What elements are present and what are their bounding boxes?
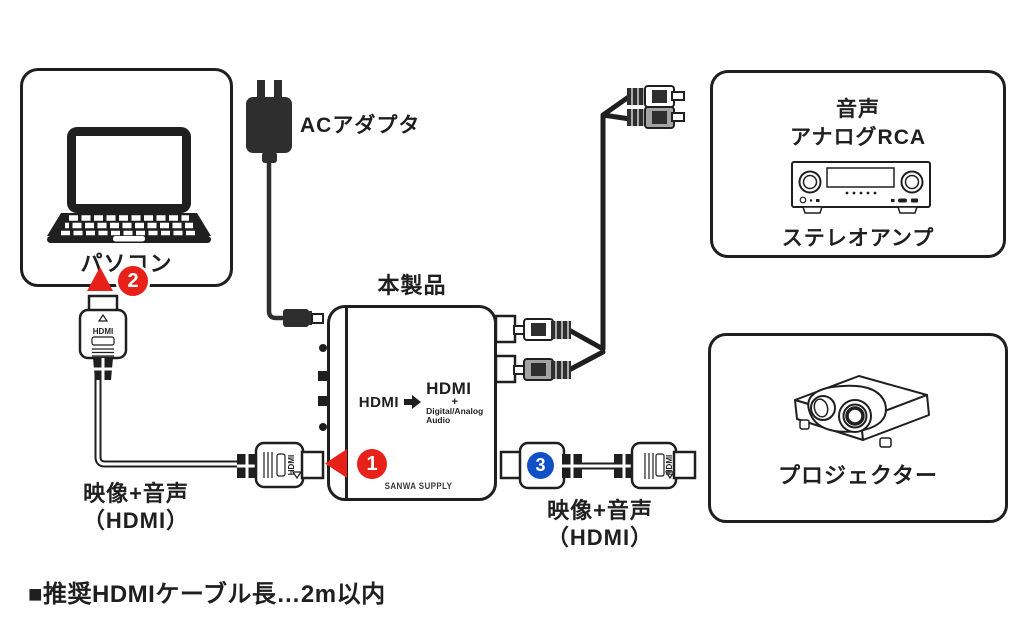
- product-input-text: HDMI: [358, 393, 400, 411]
- step2-badge: 2: [118, 266, 148, 296]
- amp-analog-rca-label: アナログRCA: [789, 126, 927, 149]
- rca-plug-gray-bottom-icon: [513, 358, 571, 381]
- hdmi-plug-product-in-text: HDMI: [287, 455, 296, 475]
- hdmi-plug-projector-icon: HDMI: [614, 441, 697, 490]
- arrow-right-icon: [404, 395, 422, 410]
- ac-adapter-icon: [246, 80, 292, 321]
- amp-box: 音声 アナログRCA ステレオアンプ: [710, 70, 1006, 258]
- pc-cable-label-line1: 映像+音声: [83, 481, 189, 506]
- product-output-digital-analog: Digital/Analog: [426, 405, 484, 416]
- product-output-plus: +: [451, 395, 458, 408]
- hdmi-plug-product-in-icon: HDMI: [237, 441, 325, 489]
- product-side-controls: [318, 344, 327, 431]
- product-box: HDMI HDMI + Digital/Analog Audio SANWA S…: [327, 305, 497, 501]
- product-panel-divider: [345, 308, 348, 498]
- footnote: ■推奨HDMIケーブル長…2m以内: [28, 581, 386, 608]
- projector-box: プロジェクター: [708, 333, 1008, 523]
- rca-cable: [566, 93, 633, 373]
- hdmi-cable-pc: [94, 374, 242, 468]
- rca-plug-white-bottom-icon: [513, 318, 571, 341]
- rca-plug-gray-top-icon: [627, 106, 685, 129]
- product-output-audio: Audio: [426, 414, 451, 425]
- rca-plug-white-top-icon: [627, 85, 685, 108]
- hdmi-plug-pc-icon: HDMI: [78, 294, 128, 380]
- projector-label: プロジェクター: [777, 463, 939, 488]
- amp-label: ステレオアンプ: [781, 227, 935, 250]
- step3-badge: 3: [527, 452, 554, 479]
- projector-cable-label-line1: 映像+音声: [547, 498, 653, 523]
- rca-jacks-icon: [494, 314, 517, 384]
- laptop-icon: [47, 127, 211, 243]
- product-title: 本製品: [377, 273, 447, 298]
- pc-cable-label-line2: （HDMI）: [82, 508, 190, 533]
- product-function-panel: HDMI HDMI + Digital/Analog Audio: [346, 380, 496, 424]
- projector-cable-label-line2: （HDMI）: [546, 525, 654, 550]
- product-output-hdmi: HDMI: [426, 379, 472, 398]
- amp-audio-label: 音声: [836, 98, 880, 121]
- hdmi-plug-projector-text: HDMI: [665, 455, 674, 475]
- ac-adapter-label: ACアダプタ: [300, 114, 421, 137]
- step1-badge: 1: [357, 449, 387, 479]
- hdmi-plug-pc-text: HDMI: [93, 327, 113, 336]
- pc-box: パソコン: [20, 68, 233, 287]
- stereo-amp-icon: [791, 161, 931, 214]
- brand-logo: SANWA SUPPLY: [384, 481, 453, 492]
- dc-plug-icon: [283, 309, 324, 327]
- projector-icon: [794, 375, 930, 448]
